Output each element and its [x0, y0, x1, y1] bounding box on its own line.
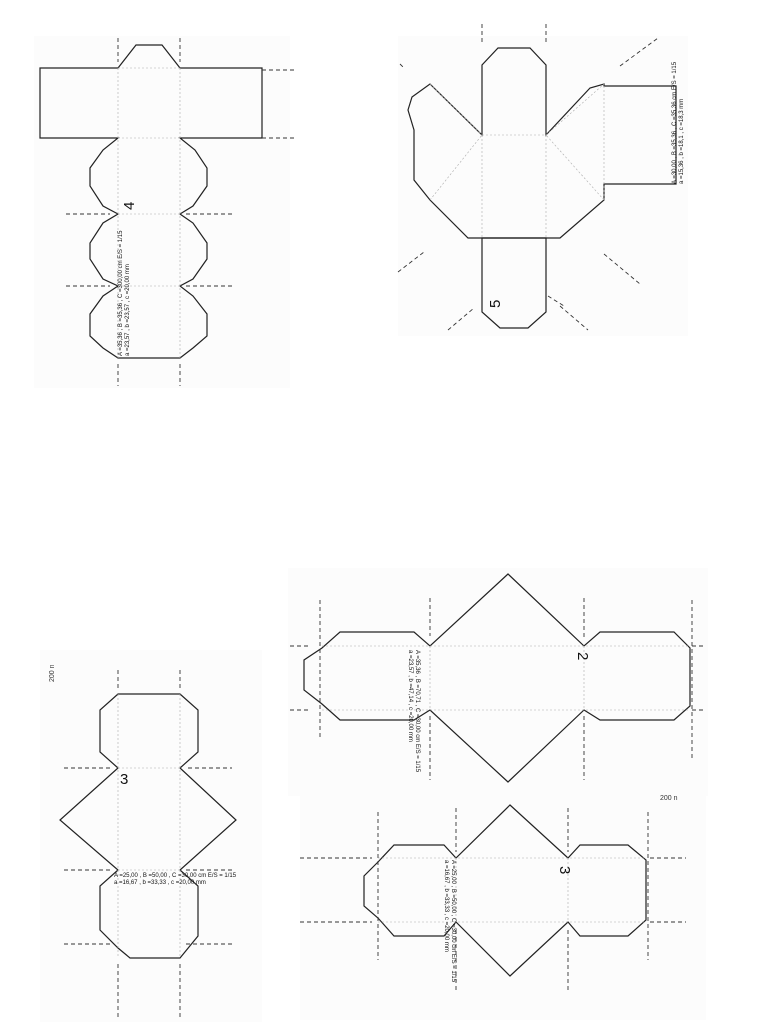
net-2-number: 2 [574, 652, 591, 660]
net-3-right-cut-guides [300, 808, 686, 990]
net-5-dims-line2: a =15,36 , b =18,1 , c =18,3 mm [679, 99, 685, 184]
net-4-dims-line1: A =35,36 , B =35,36 , C =300,00 cm E/S =… [118, 230, 124, 356]
net-3-right-outline [363, 804, 647, 977]
net-4-dims-line2: a =23,57 , b =23,57 , c =20,00 mm [125, 264, 131, 356]
net-4-outline [39, 44, 263, 359]
sheet-net-4 [34, 36, 290, 388]
net-3-right-fold-lines [378, 857, 646, 923]
net-3-left-number: 3 [120, 771, 128, 788]
net-4-fold-lines [117, 67, 181, 358]
net-3-right-dims-line1: A =25,00 , B =50,00 , C =30,00 cm E/S = … [450, 860, 456, 983]
net-3-left-cut-guides [64, 670, 232, 1020]
net-3-left-dims-line1: A =25,00 , B =50,00 , C =30,00 cm E/S = … [114, 873, 237, 879]
net-3-right-dims-line2: a =16,67 , b =33,33 , c =20,00 mm [443, 860, 449, 952]
net-5-dims-line1: A =30,00 , B =35,36 , C =35,36 cm E/S = … [672, 61, 678, 184]
net-2-scale-note: 200 n [660, 795, 678, 802]
net-5: 5 A =30,00 , B =35,36 , C =35,36 cm E/S … [397, 24, 685, 331]
sheet-net-3-right [300, 795, 706, 1020]
net-3-right: 3 A =25,00 , B =50,00 , C =30,00 cm E/S … [300, 804, 686, 990]
net-4-cut-guides [66, 38, 296, 386]
net-4-number: 4 [121, 202, 138, 210]
net-5-cut-guides [397, 24, 659, 331]
net-2-outline [303, 573, 691, 783]
net-2: 2 A =35,36 , B =70,71 , C =30,00 cm E/S … [290, 573, 706, 802]
net-2-dims-line1: A =35,36 , B =70,71 , C =30,00 cm E/S = … [414, 650, 420, 773]
net-3-left-outline [59, 693, 237, 959]
net-3-left: 3 A =25,00 , B =50,00 , C =30,00 cm E/S … [49, 664, 237, 1020]
net-2-cut-guides [290, 598, 706, 780]
net-5-outline [481, 237, 547, 329]
sheet-net-3-left [40, 650, 262, 1022]
sheet-net-2 [288, 568, 708, 796]
net-3-left-scale-note: 200 n [49, 664, 56, 682]
net-5-outline-upper [407, 47, 677, 239]
net-4: 4 A =35,36 , B =35,36 , C =300,00 cm E/S… [39, 38, 296, 386]
net-2-dims-line2: a =23,57 , b =47,14 , c =20,00 mm [407, 650, 413, 742]
net-3-left-fold-lines [117, 694, 181, 958]
net-3-right-number: 3 [556, 866, 573, 874]
net-5-number: 5 [487, 300, 504, 308]
net-3-left-dims-line2: a =16,67 , b =33,33 , c =20,00 mm [114, 880, 206, 886]
net-5-fold-lines [429, 83, 605, 238]
net-2-fold-lines [322, 645, 690, 711]
